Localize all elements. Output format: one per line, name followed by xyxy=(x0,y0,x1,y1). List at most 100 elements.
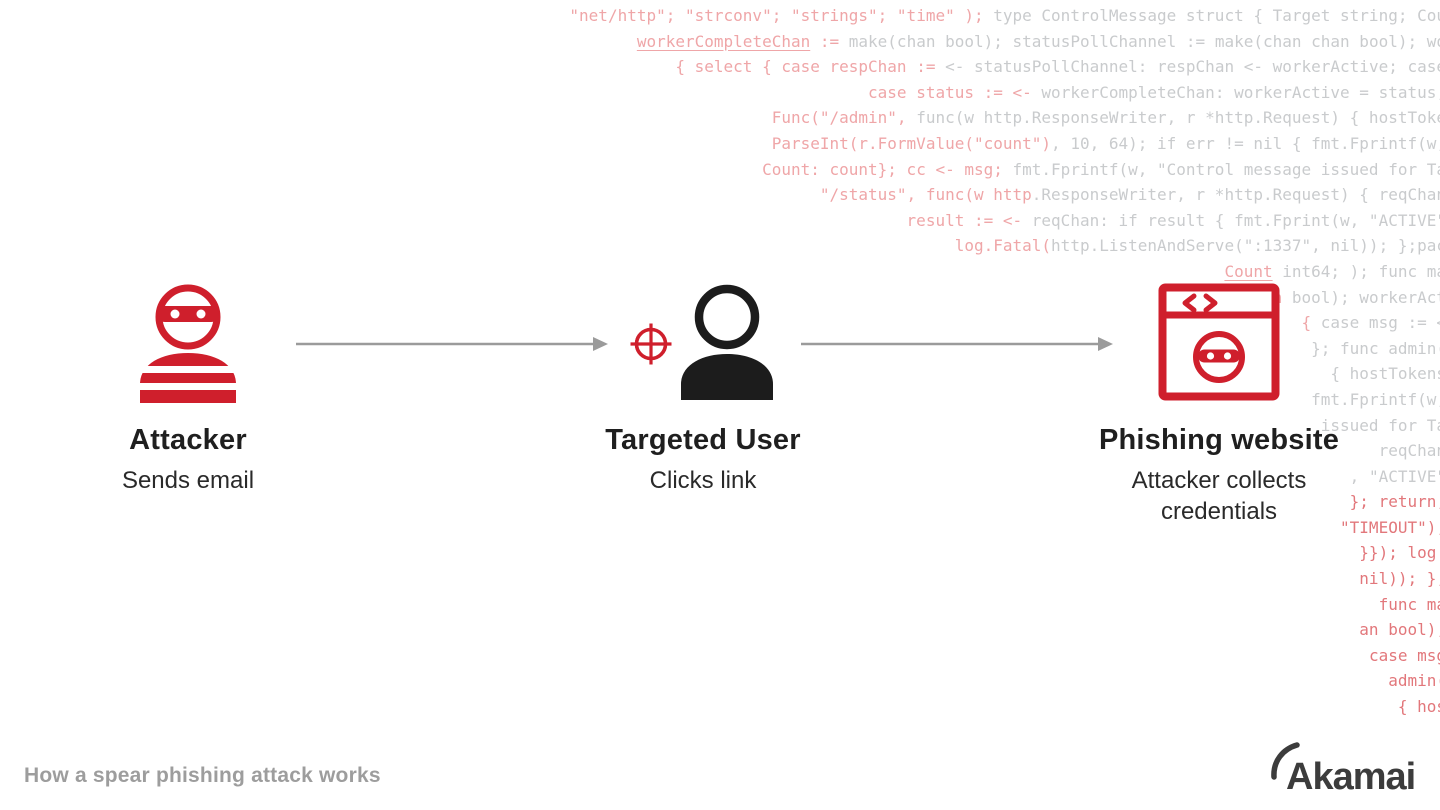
ninja-striped-torso xyxy=(140,353,236,403)
code-line: case status := <- workerCompleteChan: wo… xyxy=(569,80,1440,106)
torso-stripe xyxy=(140,390,236,403)
code-line: { hos xyxy=(569,694,1440,720)
code-line: admin( xyxy=(569,668,1440,694)
code-line: issued for Ta xyxy=(569,413,1440,439)
code-line: { select { case respChan := <- statusPol… xyxy=(569,54,1440,80)
arrow-attacker-to-user xyxy=(296,337,608,351)
step-subtitle: Clicks link xyxy=(649,467,757,494)
user-head xyxy=(694,284,760,350)
code-line: case msg xyxy=(569,643,1440,669)
step-phishing-website-label: Phishing website Attacker collects crede… xyxy=(1059,423,1379,527)
code-fragment: { select { case respChan := xyxy=(675,57,946,77)
code-fragment: "/status", func(w http xyxy=(819,185,1032,205)
step-targeted-user-label: Targeted User Clicks link xyxy=(553,423,853,496)
code-fragment: , "ACTIVE" xyxy=(1349,466,1440,486)
code-line: { case msg := < xyxy=(569,310,1440,336)
code-line: func ma xyxy=(569,592,1440,618)
phishing-website-icon xyxy=(1158,283,1280,401)
code-fragment: func ma xyxy=(1378,594,1440,614)
code-bracket-right-icon xyxy=(1203,293,1218,313)
code-fragment: "TIMEOUT"); xyxy=(1340,517,1440,537)
code-fragment: workerCompleteChan: workerActive = statu… xyxy=(1041,82,1440,102)
background-code-texture: "net/http"; "strconv"; "strings"; "time"… xyxy=(569,3,1440,720)
arrow-head-icon xyxy=(1098,337,1113,351)
code-bracket-left-icon xyxy=(1182,293,1197,313)
code-line: "net/http"; "strconv"; "strings"; "time"… xyxy=(569,3,1440,29)
code-line: { hostTokens xyxy=(569,361,1440,387)
akamai-logo: Akamai xyxy=(1271,742,1416,798)
code-line: }; func admin( xyxy=(569,336,1440,362)
code-line: fmt.Fprintf(w, xyxy=(569,387,1440,413)
akamai-swoosh-icon xyxy=(1271,742,1300,780)
code-fragment: type ControlMessage struct { Target stri… xyxy=(993,6,1440,25)
site-ninja-eye-left xyxy=(1206,352,1215,360)
code-fragment: <- statusPollChannel: respChan <- worker… xyxy=(945,57,1440,77)
caption-text: How a spear phishing attack works xyxy=(24,764,381,787)
code-line: }; return; xyxy=(569,489,1440,515)
code-line: ParseInt(r.FormValue("count"), 10, 64); … xyxy=(569,131,1440,157)
code-fragment: { xyxy=(1301,313,1321,333)
code-fragment: Func("/admin", xyxy=(771,108,917,128)
code-fragment: , 10, 64); if err != nil { fmt.Fprintf(w… xyxy=(1051,133,1440,153)
code-line: workerCompleteChan := make(chan bool); s… xyxy=(569,29,1440,55)
code-fragment: }; func admin( xyxy=(1311,338,1440,358)
code-fragment: workerCompleteChan xyxy=(636,31,811,51)
code-fragment: reqChan xyxy=(1378,441,1440,461)
code-fragment: reqChan: if result { fmt.Fprint(w, "ACTI… xyxy=(1031,210,1440,230)
step-attacker-label: Attacker Sends email xyxy=(38,423,338,496)
code-fragment: func(w http.ResponseWriter, r *http.Requ… xyxy=(916,108,1440,128)
code-fragment: admin( xyxy=(1388,671,1440,691)
code-fragment: { hos xyxy=(1397,697,1440,717)
arrow-user-to-website xyxy=(801,337,1113,351)
code-fragment: "net/http"; "strconv"; "strings"; "time"… xyxy=(569,6,994,25)
code-fragment: Count xyxy=(1224,261,1273,281)
code-fragment: bool); workerAct xyxy=(1291,287,1440,307)
code-fragment: .ResponseWriter, r *http.Request) { reqC… xyxy=(1031,185,1440,205)
akamai-wordmark: Akamai xyxy=(1286,756,1415,798)
code-line: result := <- reqChan: if result { fmt.Fp… xyxy=(569,208,1440,234)
torso-stripe xyxy=(140,353,236,366)
code-fragment: fmt.Fprintf(w, "Control message issued f… xyxy=(1012,159,1440,179)
code-fragment: int64; ); func ma xyxy=(1272,261,1440,281)
code-fragment: result := <- xyxy=(906,210,1032,230)
ninja-eye-right xyxy=(196,309,206,319)
user-shoulders xyxy=(681,354,773,400)
code-fragment: an bool); xyxy=(1359,620,1440,640)
code-line: Count: count}; cc <- msg; fmt.Fprintf(w,… xyxy=(569,157,1440,183)
step-title: Attacker xyxy=(129,424,247,456)
code-fragment: case msg := < xyxy=(1320,313,1440,333)
code-fragment: { hostTokens xyxy=(1330,364,1440,384)
code-fragment: case msg xyxy=(1368,645,1440,665)
target-crosshair-icon xyxy=(630,323,672,365)
site-ninja-eye-right xyxy=(1223,352,1232,360)
code-line: Func("/admin", func(w http.ResponseWrite… xyxy=(569,105,1440,131)
code-line: an bool); xyxy=(569,617,1440,643)
code-line: nil)); }; xyxy=(569,566,1440,592)
code-fragment: }; return; xyxy=(1349,492,1440,512)
code-fragment: http.ListenAndServe(":1337", nil)); };pa… xyxy=(1051,236,1440,256)
code-line: }}); log. xyxy=(569,540,1440,566)
ninja-eye-left xyxy=(170,309,180,319)
code-fragment: nil)); }; xyxy=(1359,569,1440,589)
step-title: Phishing website xyxy=(1098,424,1340,456)
code-fragment: := xyxy=(810,31,849,51)
attacker-ninja-icon xyxy=(140,284,236,403)
step-title: Targeted User xyxy=(605,424,801,456)
ninja-mask-band xyxy=(157,306,219,322)
code-line: "TIMEOUT"); xyxy=(569,515,1440,541)
site-ninja-mask-band xyxy=(1198,349,1240,363)
step-subtitle: Sends email xyxy=(121,467,255,494)
code-fragment: fmt.Fprintf(w, xyxy=(1311,389,1440,409)
targeted-user-icon xyxy=(681,284,773,400)
code-line: log.Fatal(http.ListenAndServe(":1337", n… xyxy=(569,233,1440,259)
code-fragment: case status := <- xyxy=(868,82,1042,102)
code-fragment: ParseInt(r.FormValue("count") xyxy=(771,133,1052,153)
step-subtitle: Attacker collects credentials xyxy=(1131,467,1307,525)
code-line: , "ACTIVE" xyxy=(569,464,1440,490)
arrow-head-icon xyxy=(593,337,608,351)
code-fragment: log.Fatal( xyxy=(954,236,1052,256)
code-fragment: }}); log. xyxy=(1359,543,1440,563)
code-line: Count int64; ); func ma xyxy=(569,259,1440,285)
code-fragment: issued for Ta xyxy=(1320,415,1440,435)
